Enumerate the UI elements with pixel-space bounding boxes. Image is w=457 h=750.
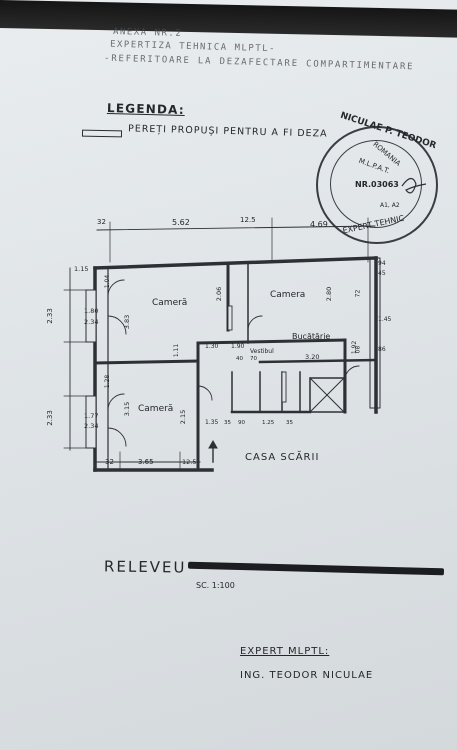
- room-camera-3: Cameră: [138, 404, 174, 414]
- dim-w-40: 40: [236, 356, 243, 362]
- scale-label: SC. 1:100: [196, 581, 235, 590]
- dim-w-320: 3.20: [305, 353, 320, 361]
- dim-wall-104: 1.04: [104, 274, 112, 289]
- dim-top-left: 32: [97, 218, 106, 226]
- dim-top-right: 4.69: [310, 220, 328, 229]
- stamp-number: NR.03063: [355, 180, 399, 189]
- dim-h-383: 3.83: [123, 314, 132, 330]
- room-vestibul: Vestibul: [250, 348, 274, 355]
- expert-name: ING. TEODOR NICULAE: [240, 670, 374, 681]
- dim-h-280: 2.80: [325, 286, 334, 302]
- dim-left-233b: 2.33: [45, 410, 54, 426]
- room-camera-2: Camera: [270, 290, 306, 300]
- room-casa-scarii: CASA SCĂRII: [245, 452, 320, 463]
- wall-top: [93, 256, 378, 270]
- expert-label: EXPERT MLPTL:: [240, 646, 330, 657]
- dim-h-206: 2.06: [215, 286, 224, 302]
- dim-bot-32: 32: [105, 458, 114, 466]
- dim-right-86: 86: [378, 346, 386, 353]
- wall-camera-divider: [93, 359, 200, 365]
- dim-top-12: 12.5: [240, 216, 256, 224]
- dim-right-08: 08: [354, 345, 362, 354]
- dim-w-135: 1.35: [205, 419, 219, 426]
- dim-w-35b: 35: [286, 420, 293, 426]
- dim-h-111: 1.11: [173, 343, 181, 358]
- dim-w-35a: 35: [224, 420, 231, 426]
- dim-right-72: 72: [354, 289, 362, 298]
- dim-win2-top: 1.77: [84, 412, 99, 420]
- dim-top-mid: 5.62: [172, 218, 190, 227]
- dim-right-145: 1.45: [378, 316, 392, 323]
- dim-bot-365: 3.65: [138, 458, 154, 466]
- room-bucatarie: Bucătărie: [292, 332, 331, 341]
- dim-bot-125: 12.5: [182, 458, 197, 466]
- room-camera-1: Cameră: [152, 298, 188, 308]
- expert-stamp: NICULAE P. TEODOR ROMANIA M.L.P.A.T. NR.…: [316, 111, 438, 244]
- dim-w-125: 1.25: [262, 420, 275, 426]
- dim-w-90: 90: [238, 420, 245, 426]
- dim-h-215: 2.15: [179, 409, 188, 425]
- dim-win2-bot: 2.34: [84, 422, 99, 430]
- dim-left-115: 1.15: [74, 265, 89, 273]
- dim-right-94: 94: [378, 260, 386, 267]
- stamp-side: A1, A2: [380, 202, 400, 209]
- dim-w-130: 1.30: [205, 343, 219, 350]
- dim-left-233a: 2.33: [45, 308, 54, 324]
- dim-win1-bot: 2.34: [84, 318, 99, 326]
- dim-line-top: [96, 225, 376, 231]
- dim-win1-top: 1.80: [84, 307, 99, 315]
- dim-h-315: 3.15: [123, 401, 132, 417]
- dim-w-70: 70: [250, 356, 257, 362]
- dim-right-45: 45: [378, 270, 386, 277]
- dim-wall-128: 1.28: [104, 374, 112, 389]
- dim-w-190: 1.90: [231, 343, 245, 350]
- releveu-label: RELEVEU: [103, 557, 187, 577]
